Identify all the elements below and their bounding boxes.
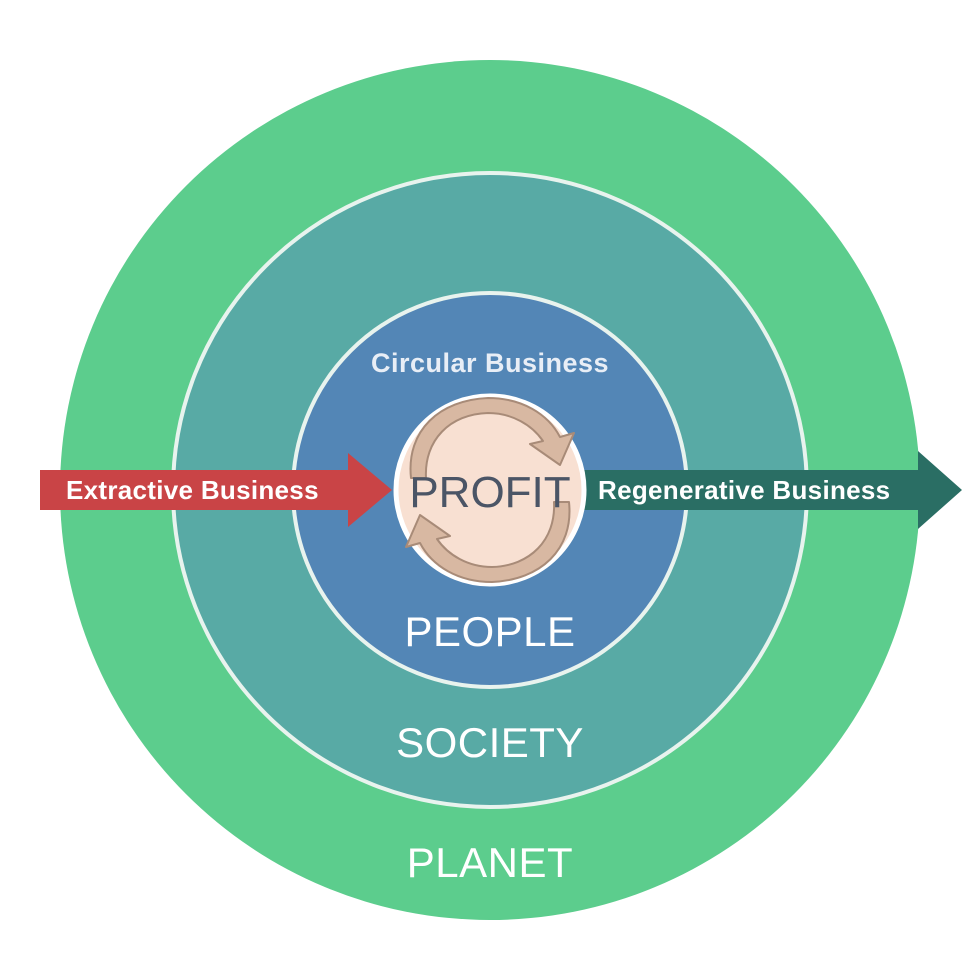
extractive-arrow: Extractive Business <box>40 453 392 527</box>
regenerative-arrow: Regenerative Business <box>560 451 962 529</box>
planet-label: PLANET <box>407 839 573 886</box>
regenerative-arrow-label: Regenerative Business <box>598 475 890 505</box>
society-label: SOCIETY <box>396 719 584 766</box>
cycle-arrow-bottom <box>405 501 571 583</box>
extractive-arrow-shape <box>40 453 392 527</box>
people-label: PEOPLE <box>404 608 575 655</box>
regenerative-arrow-shape <box>560 451 962 529</box>
extractive-arrow-label: Extractive Business <box>66 475 319 505</box>
cycle-arrows-icon <box>405 397 575 583</box>
profit-label: PROFIT <box>409 468 570 517</box>
cycle-arrow-top <box>409 397 575 479</box>
circular-business-label: Circular Business <box>371 348 609 378</box>
